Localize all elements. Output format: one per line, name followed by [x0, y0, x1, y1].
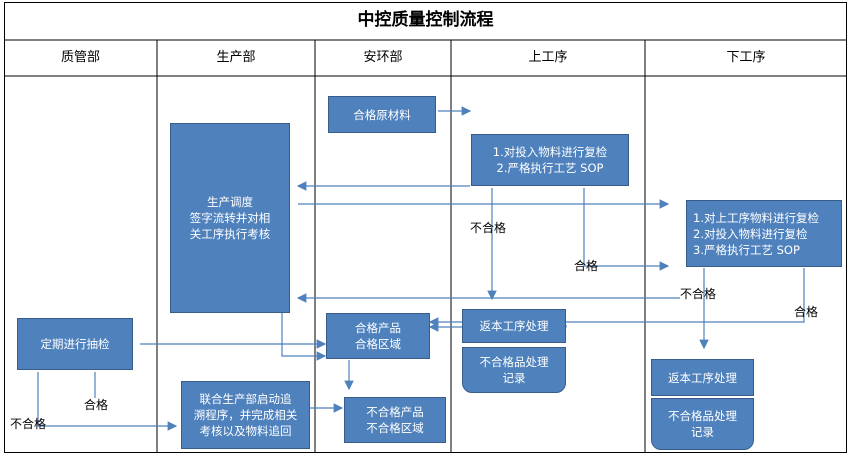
unqualified-product-line-1: 不合格产品 — [366, 405, 424, 419]
lane-header-production: 生产部 — [216, 50, 256, 65]
dispatch-line-3: 关工序执行考核 — [189, 227, 271, 241]
dispatch-line-1: 生产调度 — [207, 195, 253, 209]
upper-recheck-box: 1.对投入物料进行复检 2.严格执行工艺 SOP — [471, 134, 629, 186]
lane-grid — [4, 39, 847, 453]
unqualified-product-line-2: 不合格区域 — [366, 421, 424, 435]
trace-box: 联合生产部启动追 溯程序，并完成相关 考核以及物料追回 — [181, 381, 310, 449]
unqualified-product-box: 不合格产品 不合格区域 — [344, 397, 446, 443]
upper-record-line-1: 不合格品处理 — [479, 355, 549, 369]
label-unqualified-qc: 不合格 — [10, 417, 47, 431]
upper-rework-text: 返本工序处理 — [479, 319, 549, 333]
arrow-recheck-pass — [583, 188, 670, 271]
dispatch-box: 生产调度 签字流转并对相 关工序执行考核 — [170, 123, 290, 313]
lower-check-line-2: 2.对投入物料进行复检 — [693, 226, 808, 241]
lower-check-line-1: 1.对上工序物料进行复检 — [693, 210, 819, 225]
arrow-dispatch-to-qualified — [281, 312, 327, 361]
periodic-inspection-text: 定期进行抽检 — [40, 337, 110, 351]
label-qualified-qc: 合格 — [84, 398, 109, 412]
lane-header-safety: 安环部 — [363, 50, 403, 65]
trace-line-1: 联合生产部启动追 — [199, 392, 292, 406]
lower-rework-text: 返本工序处理 — [668, 370, 737, 385]
qualified-product-box: 合格产品 合格区域 — [326, 313, 430, 359]
lane-header-upper-process: 上工序 — [528, 50, 568, 65]
outer-frame — [4, 2, 847, 453]
upper-record-line-2: 记录 — [502, 371, 526, 385]
arrow-inspection-fail — [37, 372, 178, 431]
lower-check-box: 1.对上工序物料进行复检 2.对投入物料进行复检 3.严格执行工艺 SOP — [686, 200, 842, 267]
lower-check-line-3: 3.严格执行工艺 SOP — [693, 242, 800, 257]
qualified-product-line-1: 合格产品 — [355, 321, 401, 335]
trace-line-2: 溯程序，并完成相关 — [193, 408, 298, 422]
lower-record-line-2: 记录 — [691, 425, 714, 439]
upper-recheck-line-1: 1.对投入物料进行复检 — [492, 145, 608, 159]
label-unqualified-lower: 不合格 — [680, 287, 717, 301]
trace-line-3: 考核以及物料追回 — [199, 424, 292, 438]
page-title: 中控质量控制流程 — [357, 10, 494, 30]
lower-record-line-1: 不合格品处理 — [668, 409, 737, 423]
lower-rework-box: 返本工序处理 — [651, 359, 754, 396]
label-qualified-lower: 合格 — [794, 305, 819, 319]
lower-nonconform-record-box: 不合格品处理 记录 — [651, 398, 754, 450]
qualified-material-box: 合格原材料 — [328, 96, 436, 133]
upper-nonconform-record-box: 不合格品处理 记录 — [462, 347, 566, 393]
qualified-product-line-2: 合格区域 — [355, 337, 401, 351]
upper-rework-box: 返本工序处理 — [462, 309, 566, 343]
lane-header-lower-process: 下工序 — [726, 50, 766, 65]
label-qualified-upper: 合格 — [574, 259, 599, 273]
lane-header-qc: 质管部 — [60, 50, 100, 65]
upper-recheck-line-2: 2.严格执行工艺 SOP — [496, 161, 604, 175]
label-unqualified-upper: 不合格 — [470, 221, 507, 235]
qualified-material-text: 合格原材料 — [353, 107, 411, 122]
dispatch-line-2: 签字流转并对相 — [189, 211, 271, 225]
periodic-inspection-box: 定期进行抽检 — [17, 318, 133, 370]
